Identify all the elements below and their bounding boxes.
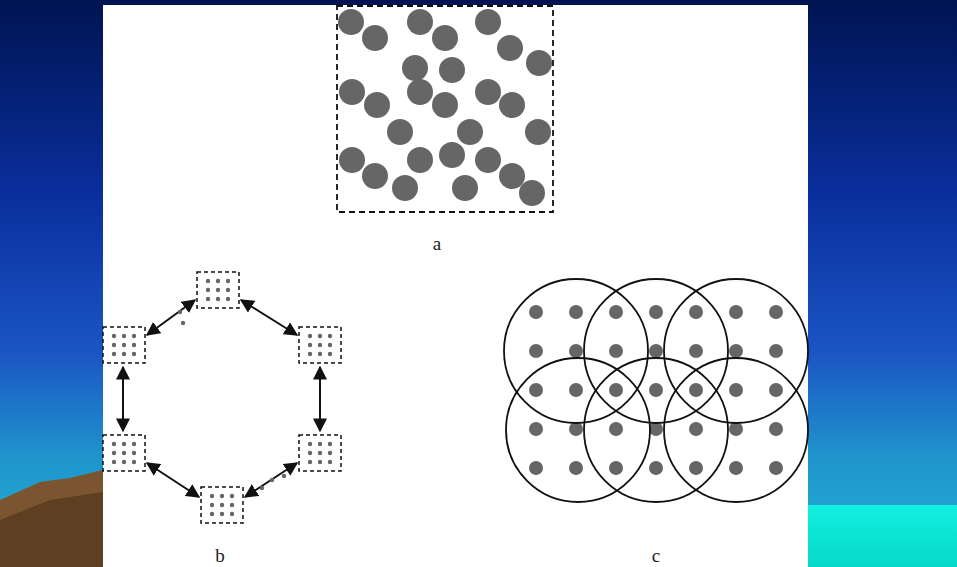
panel-label: c: [652, 545, 660, 567]
panel-label: b: [215, 545, 225, 567]
panel-label: a: [433, 233, 441, 255]
